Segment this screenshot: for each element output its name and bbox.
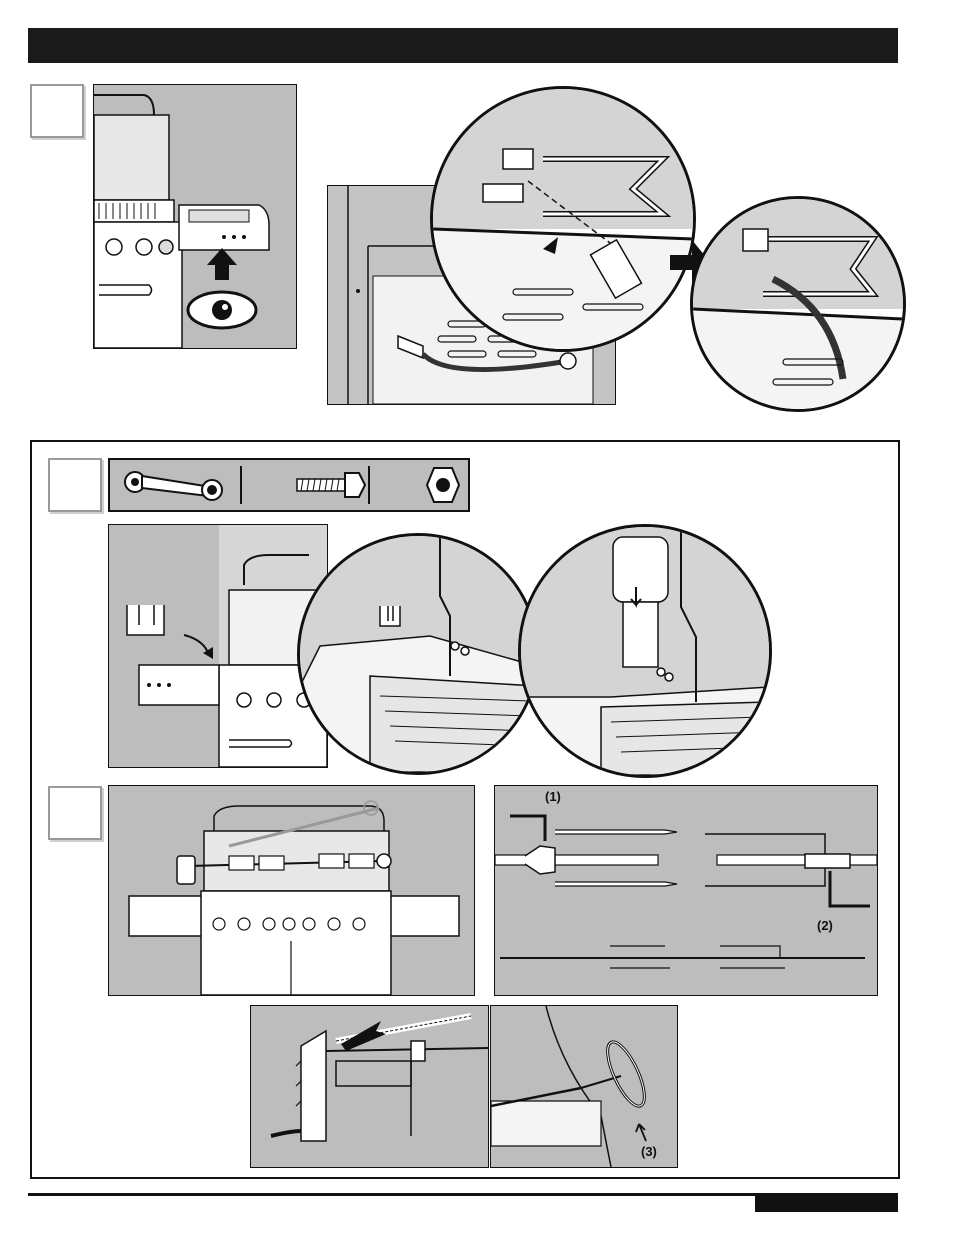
zoom-circle-connect bbox=[430, 86, 696, 352]
step-number-box-1 bbox=[30, 84, 84, 138]
zoom-circle-connected bbox=[690, 196, 906, 412]
step-number-box-2 bbox=[48, 458, 102, 512]
header-bar bbox=[28, 28, 898, 63]
grill-overview-panel bbox=[93, 84, 297, 349]
zoom-circle-bracket-secure bbox=[518, 524, 772, 778]
footer-tab bbox=[755, 1194, 898, 1212]
wrench-icon bbox=[120, 468, 230, 502]
motor-attach-panel bbox=[250, 1005, 489, 1168]
bolt-icon bbox=[295, 470, 370, 500]
callout-label-1: (1) bbox=[545, 790, 561, 803]
spit-handle-panel: (3) bbox=[490, 1005, 678, 1168]
rotisserie-bracket-panel bbox=[108, 524, 328, 768]
tools-bar bbox=[108, 458, 470, 512]
spit-forks-panel: (1) (2) bbox=[494, 785, 878, 996]
zoom-circle-bracket-place bbox=[297, 533, 539, 775]
nut-icon bbox=[425, 466, 461, 504]
callout-label-3: (3) bbox=[641, 1145, 657, 1158]
callout-label-2: (2) bbox=[817, 919, 833, 932]
rotisserie-grill-panel bbox=[108, 785, 475, 996]
step-number-box-3 bbox=[48, 786, 102, 840]
